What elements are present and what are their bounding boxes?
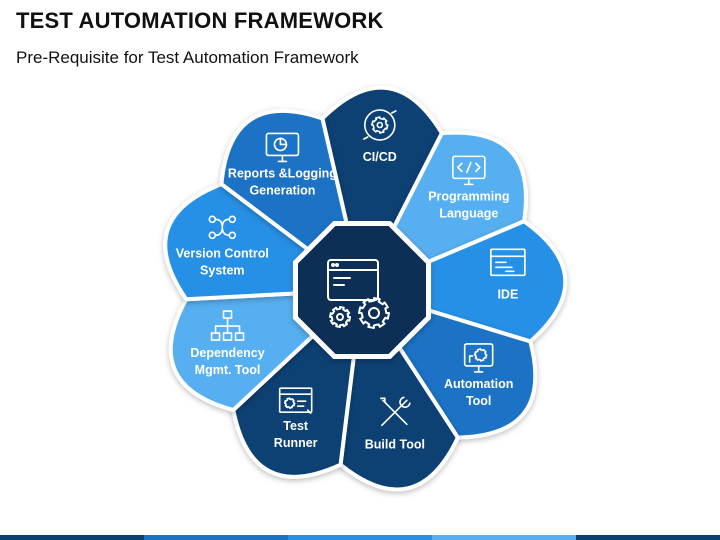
- segment-label-build: Build Tool: [365, 437, 425, 451]
- segment-label-line: Dependency: [190, 346, 264, 360]
- segment-label-ide: IDE: [497, 287, 518, 301]
- segment-test-runner: [231, 334, 356, 479]
- report-monitor-icon: [265, 132, 300, 163]
- segment-label-line: Programming: [428, 189, 509, 203]
- branch-icon: [208, 215, 237, 240]
- segment-programming: [390, 130, 528, 266]
- hierarchy-icon: [210, 310, 245, 341]
- segment-label-line: Automation: [444, 377, 513, 391]
- segment-label-line: CI/CD: [363, 150, 397, 164]
- wrench-screwdriver-icon: [380, 396, 411, 427]
- code-monitor-icon: [452, 155, 486, 186]
- segment-version-control: [163, 182, 310, 302]
- segment-label-ci-cd: CI/CD: [363, 150, 397, 164]
- segment-label-line: Runner: [274, 436, 318, 450]
- segment-ci-cd: [320, 85, 444, 232]
- segment-build: [338, 345, 460, 492]
- automation-window-gears-icon: [327, 259, 390, 329]
- segment-label-line: IDE: [497, 287, 518, 301]
- segment-label-line: Build Tool: [365, 437, 425, 451]
- cycle-gear-icon: [363, 109, 397, 141]
- segment-dependency: [168, 291, 315, 413]
- segment-label-line: Test: [283, 419, 309, 433]
- monitor-gear-icon: [463, 343, 494, 373]
- segment-label-line: Reports &Logging: [228, 166, 337, 180]
- runner-window-icon: [278, 387, 313, 414]
- bottom-accent-bar: [0, 535, 720, 540]
- segment-label-line: Tool: [466, 394, 491, 408]
- segment-reports: [219, 109, 349, 252]
- segment-label-line: Mgmt. Tool: [195, 363, 261, 377]
- window-icon: [490, 248, 526, 277]
- segment-label-line: Generation: [249, 183, 315, 197]
- page-subtitle: Pre-Requisite for Test Automation Framew…: [16, 48, 359, 67]
- segment-label-line: Language: [439, 206, 498, 220]
- segment-label-line: System: [200, 263, 244, 277]
- segment-ide: [422, 219, 568, 344]
- segment-label-line: Version Control: [176, 246, 269, 260]
- segment-automation: [397, 307, 538, 440]
- center-hub: [292, 220, 432, 360]
- page-title: TEST AUTOMATION FRAMEWORK: [16, 8, 384, 33]
